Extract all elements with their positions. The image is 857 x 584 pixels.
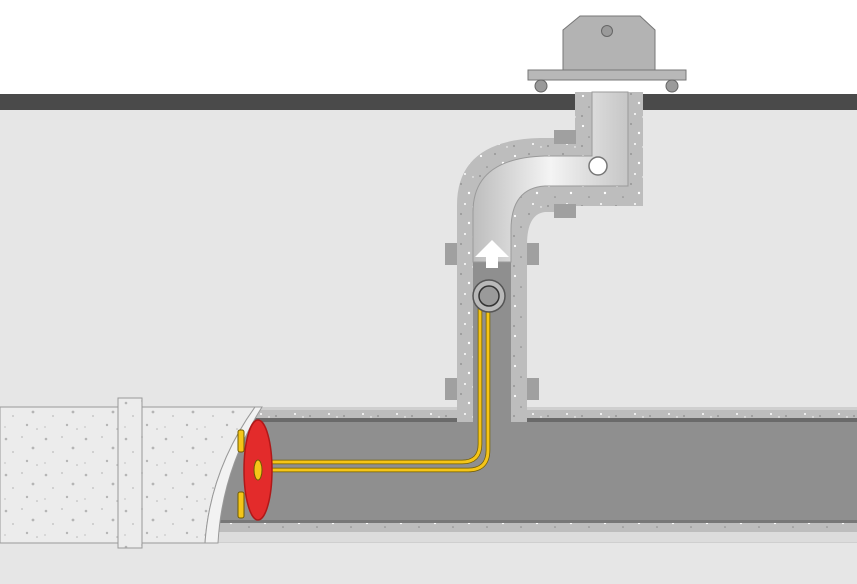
plug-hub — [253, 459, 263, 481]
main-pipe — [200, 407, 857, 543]
flow-arrow — [475, 240, 509, 268]
launch-frame — [527, 15, 687, 93]
plug-bracket-bottom — [237, 491, 245, 519]
riser-flange-top-right — [527, 243, 539, 265]
plug-bracket-top — [237, 429, 245, 453]
concrete-pipe — [0, 397, 263, 549]
riser-flange-bottom-left — [445, 378, 457, 400]
frame-wheel-right — [665, 79, 679, 93]
lateral-riser — [445, 243, 539, 422]
frame-wheel-left — [534, 79, 548, 93]
riser-flange-top-left — [445, 243, 457, 265]
frame-rail — [527, 69, 687, 81]
pipe-collar — [117, 397, 143, 549]
winch-bolt — [601, 25, 613, 37]
elbow-flange-top — [554, 130, 576, 144]
riser-flange-bottom-right — [527, 378, 539, 400]
pipe-elbow — [457, 91, 643, 263]
pull-cable — [258, 304, 491, 473]
surface-slab — [0, 94, 857, 110]
elbow-flange-bottom — [554, 204, 576, 218]
winch-housing — [562, 15, 656, 71]
cable-pulley — [588, 156, 608, 176]
plug-disc — [237, 419, 273, 521]
